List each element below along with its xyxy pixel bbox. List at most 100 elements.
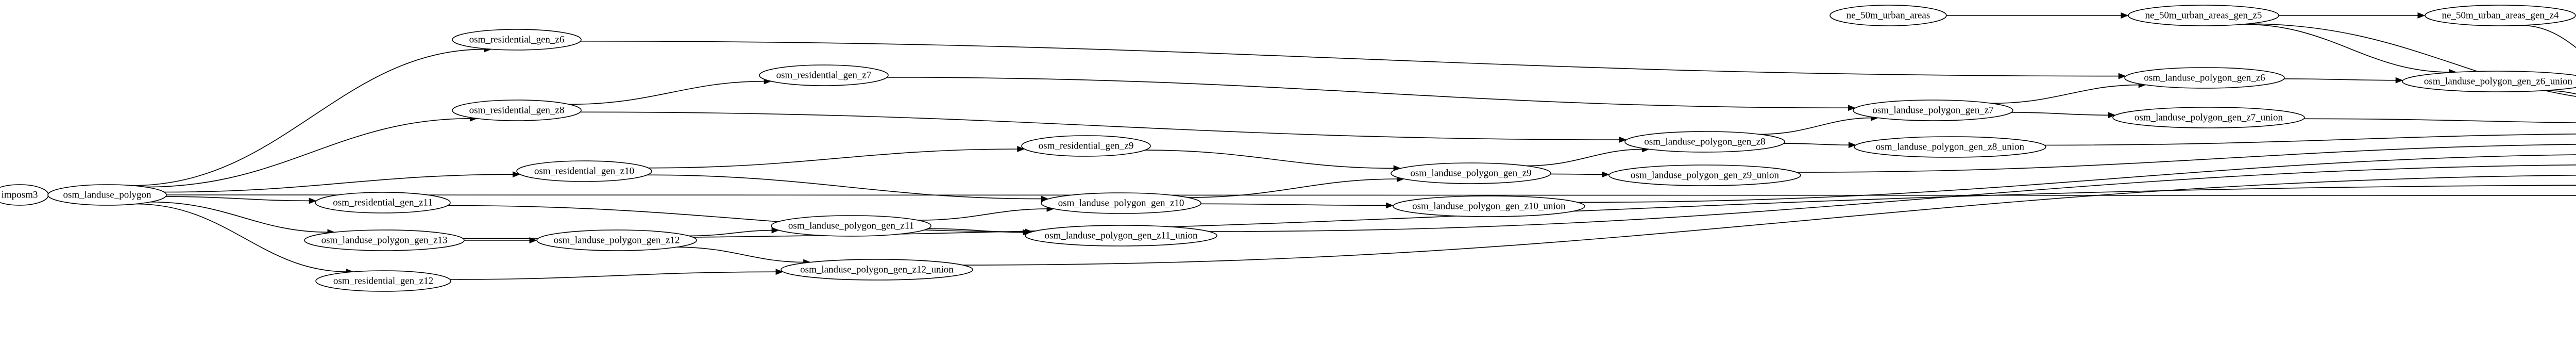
node-osm_residential_gen_z12[interactable]: osm_residential_gen_z12 [315,270,451,292]
edge-osm_landuse_polygon_gen_z11--to--osm_landuse_polygon_gen_z11_union [928,228,1031,236]
node-osm_landuse_polygon_gen_z7[interactable]: osm_landuse_polygon_gen_z7 [1853,100,2013,121]
node-shape[interactable] [2128,5,2279,26]
edge-line [1188,178,1398,198]
node-shape[interactable] [516,160,652,182]
edge-ne_50m_urban_areas_gen_z4--to--layer_landuse-z4 [2520,25,2576,48]
edge-line [150,201,329,233]
node-osm_landuse_polygon_gen_z8[interactable]: osm_landuse_polygon_gen_z8 [1624,131,1785,153]
node-shape[interactable] [452,29,582,51]
edge-line [2044,133,2576,146]
node-osm_residential_gen_z7[interactable]: osm_residential_gen_z7 [759,64,889,86]
edge-line [648,149,1019,169]
node-shape[interactable] [2112,107,2305,128]
node-ne_50m_urban_areas_gen_z4[interactable]: ne_50m_urban_areas_gen_z4 [2425,5,2576,26]
edge-line [164,174,514,193]
node-imposm3[interactable]: imposm3 [0,184,49,206]
edge-osm_landuse_polygon_gen_z7_union--to--layer_landuse-z7 [2303,118,2576,123]
node-shape[interactable] [759,64,889,86]
edge-arrow-icon [2121,12,2129,19]
node-osm_landuse_polygon_gen_z6_union[interactable]: osm_landuse_polygon_gen_z6_union [2402,71,2576,92]
edge-arrow-icon [1848,142,1856,149]
edge-osm_landuse_polygon_gen_z10_union--to--layer_landuse-z10 [1577,154,2576,203]
edge-osm_residential_gen_z9--to--osm_landuse_polygon_gen_z9 [1145,150,1401,172]
edge-line [2545,90,2576,95]
node-shape[interactable] [1829,5,1947,26]
edge-arrow-icon [2417,12,2426,19]
node-shape[interactable] [771,215,931,237]
node-ne_50m_urban_areas[interactable]: ne_50m_urban_areas [1829,5,1947,26]
node-shape[interactable] [781,259,973,281]
node-osm_landuse_polygon_gen_z12[interactable]: osm_landuse_polygon_gen_z12 [536,229,697,251]
edge-line [1145,150,1395,169]
node-osm_residential_gen_z9[interactable]: osm_residential_gen_z9 [1021,135,1151,157]
node-shape[interactable] [1393,195,1585,217]
node-osm_residential_gen_z6[interactable]: osm_residential_gen_z6 [452,29,582,51]
edge-line [2243,24,2451,73]
node-shape[interactable] [1608,164,1801,186]
edge-line [1577,154,2576,203]
node-osm_landuse_polygon_gen_z13[interactable]: osm_landuse_polygon_gen_z13 [304,229,465,251]
node-osm_residential_gen_z8[interactable]: osm_residential_gen_z8 [452,100,582,121]
node-shape[interactable] [1021,135,1151,157]
node-ne_50m_urban_areas_gen_z5[interactable]: ne_50m_urban_areas_gen_z5 [2128,5,2279,26]
node-osm_landuse_polygon_gen_z10[interactable]: osm_landuse_polygon_gen_z10 [1041,192,1201,214]
edge-line [918,208,1048,221]
edge-arrow-icon [1017,146,1025,152]
node-osm_residential_gen_z10[interactable]: osm_residential_gen_z10 [516,160,652,182]
edge-arrow-icon [2118,73,2126,79]
node-shape[interactable] [1853,100,2013,121]
edge-osm_residential_gen_z10--to--osm_residential_gen_z9 [648,146,1025,169]
node-shape[interactable] [2124,67,2285,89]
node-osm_landuse_polygon_gen_z11[interactable]: osm_landuse_polygon_gen_z11 [771,215,931,237]
node-shape[interactable] [1041,192,1201,214]
edge-line [145,118,471,188]
node-shape[interactable] [1391,162,1551,184]
edge-line [450,271,777,280]
node-osm_residential_gen_z11[interactable]: osm_residential_gen_z11 [315,192,451,213]
edge-line [1759,117,1873,135]
edge-ne_50m_urban_areas_gen_z5--to--ne_50m_urban_areas_gen_z4 [2279,12,2426,19]
node-shape[interactable] [47,184,167,206]
node-shape[interactable] [1025,225,1217,246]
edge-osm_landuse_polygon_gen_z6_union--to--layer_landuse-z6 [2545,90,2576,95]
edge-osm_landuse_polygon_gen_z9--to--osm_landuse_polygon_gen_z9_union [1550,171,1609,178]
edge-osm_landuse_polygon--to--osm_residential_gen_z10 [164,171,520,193]
node-shape[interactable] [536,229,697,251]
edge-line [1526,149,1643,167]
node-shape[interactable] [1854,136,2046,158]
edge-osm_landuse_polygon_gen_z10--to--osm_landuse_polygon_gen_z9 [1188,176,1405,198]
edge-ne_50m_urban_areas_gen_z5--to--osm_landuse_polygon_gen_z6_union [2243,24,2457,75]
edge-arrow-icon [1386,202,1394,209]
edge-osm_landuse_polygon_gen_z12_union--to--layer_landuse-z12 [962,174,2576,266]
node-osm_landuse_polygon_gen_z7_union[interactable]: osm_landuse_polygon_gen_z7_union [2112,107,2305,128]
edge-line [580,41,2120,77]
node-shape[interactable] [2402,71,2576,92]
edge-osm_residential_gen_z8--to--osm_landuse_polygon_gen_z8 [580,111,1627,143]
node-shape[interactable] [315,270,451,292]
node-osm_landuse_polygon_gen_z6[interactable]: osm_landuse_polygon_gen_z6 [2124,67,2285,89]
edge-osm_residential_gen_z11--to--osm_landuse_polygon_gen_z11_union [447,205,1033,235]
node-shape[interactable] [315,192,451,213]
node-osm_landuse_polygon_gen_z10_union[interactable]: osm_landuse_polygon_gen_z10_union [1393,195,1585,217]
edge-line [1796,144,2576,173]
edge-arrow-icon [309,198,317,204]
edge-line [647,174,1043,200]
node-shape[interactable] [1624,131,1785,153]
node-osm_landuse_polygon_gen_z9[interactable]: osm_landuse_polygon_gen_z9 [1391,162,1551,184]
node-shape[interactable] [452,100,582,121]
node-shape[interactable] [2425,5,2576,26]
edge-osm_landuse_polygon_gen_z8--to--osm_landuse_polygon_gen_z8_union [1783,142,1856,149]
edge-osm_landuse_polygon_gen_z12--to--osm_landuse_polygon_gen_z11 [688,227,779,237]
node-osm_landuse_polygon_gen_z12_union[interactable]: osm_landuse_polygon_gen_z12_union [781,259,973,281]
edge-arrow-icon [2395,77,2403,84]
edge-line [2247,23,2576,97]
node-shape[interactable] [0,184,49,206]
edge-osm_landuse_polygon_gen_z8_union--to--layer_landuse-z8 [2044,133,2576,146]
node-osm_landuse_polygon[interactable]: osm_landuse_polygon [47,184,167,206]
edge-osm_landuse_polygon_gen_z11_union--to--layer_landuse-z11 [1209,164,2576,232]
node-osm_landuse_polygon_gen_z8_union[interactable]: osm_landuse_polygon_gen_z8_union [1854,136,2046,158]
node-osm_landuse_polygon_gen_z9_union[interactable]: osm_landuse_polygon_gen_z9_union [1608,164,1801,186]
edge-line [887,77,1850,108]
node-osm_landuse_polygon_gen_z11_union[interactable]: osm_landuse_polygon_gen_z11_union [1025,225,1217,246]
node-shape[interactable] [304,229,465,251]
